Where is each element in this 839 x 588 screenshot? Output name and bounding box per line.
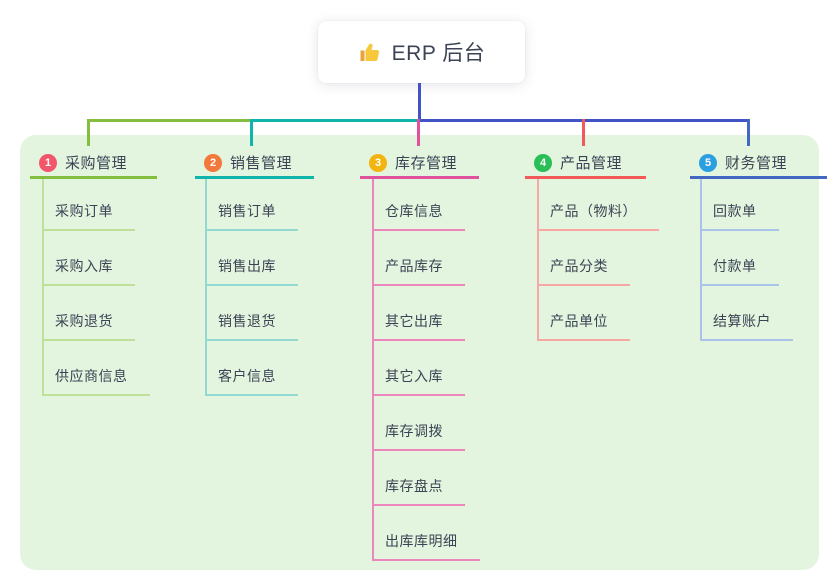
node-item[interactable]: 其它出库	[372, 311, 465, 341]
branch-drop-line	[250, 119, 253, 146]
root-node[interactable]: ERP 后台	[318, 21, 525, 83]
branch-header-5[interactable]: 5 财务管理	[690, 149, 827, 179]
mindmap-canvas	[20, 135, 819, 570]
branch-header-2[interactable]: 2 销售管理	[195, 149, 314, 179]
branch-label: 财务管理	[725, 155, 788, 172]
node-item[interactable]: 销售订单	[205, 201, 298, 231]
branch-header-3[interactable]: 3 库存管理	[360, 149, 479, 179]
branch-subline	[537, 179, 539, 341]
branch-subline	[42, 179, 44, 396]
branch-number-badge: 2	[204, 153, 222, 172]
node-item[interactable]: 采购入库	[42, 256, 135, 286]
node-item[interactable]: 库存调拨	[372, 421, 465, 451]
thumbs-up-icon	[360, 43, 379, 61]
connector-segment-left-green	[87, 119, 250, 122]
branch-label: 产品管理	[560, 155, 623, 172]
node-item[interactable]: 其它入库	[372, 366, 465, 396]
node-item[interactable]: 采购订单	[42, 201, 135, 231]
branch-label: 库存管理	[395, 155, 458, 172]
node-item[interactable]: 客户信息	[205, 366, 298, 396]
node-item[interactable]: 采购退货	[42, 311, 135, 341]
connector-segment-mid-teal	[250, 119, 418, 122]
node-item[interactable]: 出库库明细	[372, 531, 480, 561]
node-item[interactable]: 产品库存	[372, 256, 465, 286]
branch-subline	[205, 179, 207, 396]
branch-subline	[372, 179, 374, 561]
node-item[interactable]: 产品分类	[537, 256, 630, 286]
branch-number-badge: 4	[534, 153, 552, 172]
branch-drop-line	[747, 119, 750, 146]
root-stem-line	[418, 83, 421, 119]
branch-number-badge: 5	[699, 153, 717, 172]
branch-label: 销售管理	[230, 155, 293, 172]
node-item[interactable]: 销售退货	[205, 311, 298, 341]
node-item[interactable]: 付款单	[700, 256, 779, 286]
root-title: ERP 后台	[391, 42, 486, 65]
node-item[interactable]: 库存盘点	[372, 476, 465, 506]
branch-header-1[interactable]: 1 采购管理	[30, 149, 157, 179]
branch-number-badge: 1	[39, 153, 57, 172]
node-item[interactable]: 仓库信息	[372, 201, 465, 231]
node-item[interactable]: 结算账户	[700, 311, 793, 341]
node-item[interactable]: 销售出库	[205, 256, 298, 286]
branch-drop-line	[87, 119, 90, 146]
branch-header-4[interactable]: 4 产品管理	[525, 149, 646, 179]
node-item[interactable]: 产品单位	[537, 311, 630, 341]
node-item[interactable]: 供应商信息	[42, 366, 150, 396]
node-item[interactable]: 产品（物料）	[537, 201, 659, 231]
branch-drop-line	[417, 119, 420, 146]
branch-number-badge: 3	[369, 153, 387, 172]
branch-label: 采购管理	[65, 155, 128, 172]
branch-drop-line	[582, 119, 585, 146]
node-item[interactable]: 回款单	[700, 201, 779, 231]
branch-subline	[700, 179, 702, 341]
